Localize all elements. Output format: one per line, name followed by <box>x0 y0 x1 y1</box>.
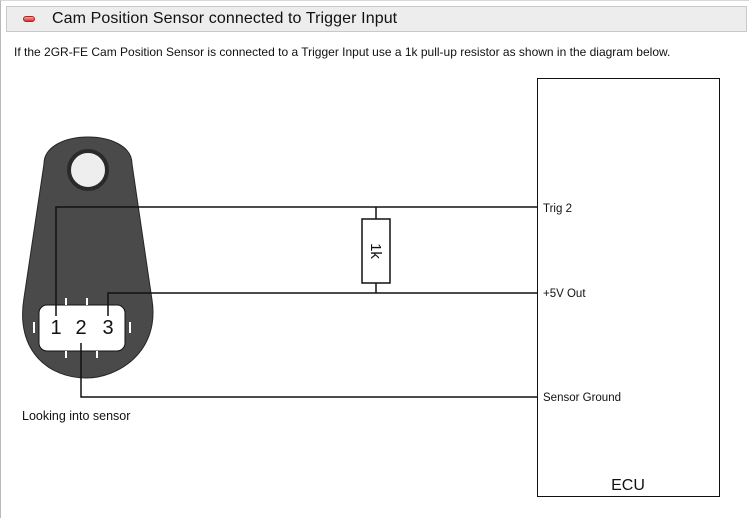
sensor-pin-2: 2 <box>75 317 86 339</box>
sensor-mounting-hole <box>67 149 109 191</box>
connector-latch-tabs <box>33 298 131 358</box>
wire-pin3-to-5v-out <box>107 292 537 316</box>
collapse-minus-icon[interactable] <box>23 16 35 22</box>
resistor-label: 1k <box>367 243 384 259</box>
wire-pin2-to-ground <box>80 343 537 398</box>
pullup-resistor <box>361 218 391 284</box>
section-header[interactable]: Cam Position Sensor connected to Trigger… <box>6 6 747 32</box>
ecu-label: ECU <box>611 477 645 494</box>
sensor-pin-3: 3 <box>102 317 113 339</box>
intro-text: If the 2GR-FE Cam Position Sensor is con… <box>14 45 671 59</box>
sensor-connector <box>38 304 126 352</box>
ecu-box <box>537 78 720 497</box>
sensor-caption: Looking into sensor <box>22 409 130 423</box>
ecu-pin-5v-out: +5V Out <box>543 288 586 300</box>
sensor-pin-1: 1 <box>50 317 61 339</box>
section-title: Cam Position Sensor connected to Trigger… <box>52 10 398 27</box>
ecu-pin-trig2: Trig 2 <box>543 203 572 215</box>
ecu-pin-sensor-ground: Sensor Ground <box>543 392 621 404</box>
